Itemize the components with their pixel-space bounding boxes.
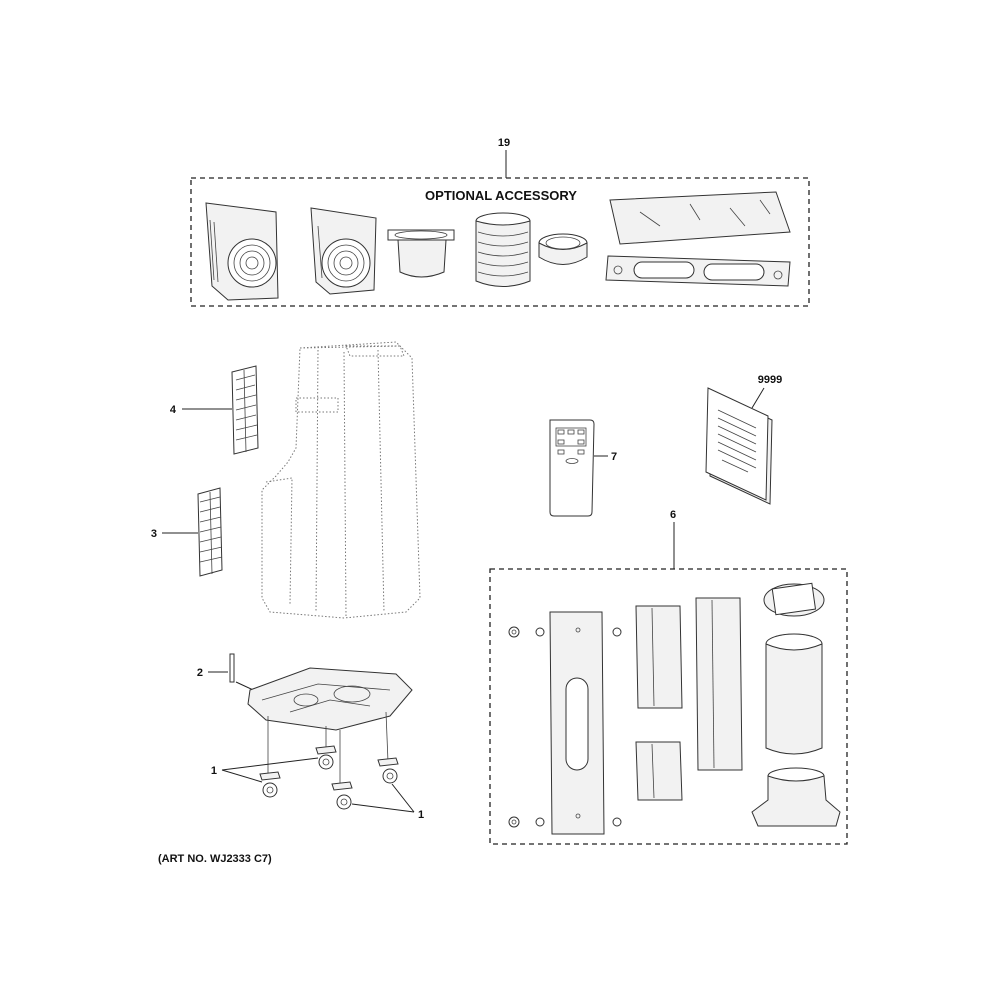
window-adapter-icon bbox=[387, 229, 455, 278]
caster-wheel-icon bbox=[331, 781, 353, 810]
owners-manual-icon: 9999 bbox=[705, 374, 782, 505]
window-kit-group: 6 bbox=[489, 509, 848, 845]
window-panel-tall bbox=[695, 597, 743, 771]
remote-control-icon: 7 bbox=[549, 419, 617, 517]
hose-coupler-icon bbox=[538, 233, 588, 265]
window-kit-callout: 6 bbox=[670, 509, 676, 521]
drain-callout: 2 bbox=[197, 667, 203, 679]
base-assembly: 2 bbox=[197, 653, 413, 731]
fan-panel-icon bbox=[310, 207, 377, 295]
caster-wheel-icon bbox=[315, 745, 337, 770]
screw-icon bbox=[508, 626, 622, 828]
window-panel-small bbox=[635, 741, 683, 801]
window-bracket-vertical bbox=[549, 611, 605, 835]
window-kit-box bbox=[489, 568, 848, 845]
window-adapter-icon bbox=[763, 582, 825, 617]
accessory-group: 19 OPTIONAL ACCESSORY bbox=[190, 137, 810, 307]
caster-wheel-icon bbox=[259, 771, 281, 798]
lower-filter: 3 bbox=[151, 487, 223, 577]
upper-filter: 4 bbox=[170, 365, 259, 455]
manual-callout: 9999 bbox=[758, 374, 782, 386]
filter-lower-callout: 3 bbox=[151, 528, 157, 540]
accessory-callout: 19 bbox=[498, 137, 510, 149]
accessory-box bbox=[190, 177, 810, 307]
ac-unit-outline bbox=[261, 341, 421, 619]
hose-adapter-icon bbox=[751, 767, 841, 827]
exhaust-hose-icon bbox=[475, 212, 531, 287]
filter-upper-callout: 4 bbox=[170, 404, 177, 416]
caster-group: 1 1 bbox=[211, 711, 424, 821]
accessory-title: OPTIONAL ACCESSORY bbox=[425, 188, 577, 203]
remote-callout: 7 bbox=[611, 451, 617, 463]
art-number: (ART NO. WJ2333 C7) bbox=[158, 853, 272, 865]
foam-seal-icon bbox=[609, 191, 791, 245]
caster-right-callout: 1 bbox=[418, 809, 424, 821]
window-bracket-icon bbox=[605, 255, 791, 287]
caster-left-callout: 1 bbox=[211, 765, 217, 777]
exhaust-hose-icon bbox=[765, 633, 823, 755]
caster-wheel-icon bbox=[377, 757, 399, 784]
window-panel-short bbox=[635, 605, 683, 709]
drain-plug-icon bbox=[229, 653, 235, 683]
fan-panel-icon bbox=[205, 202, 279, 301]
